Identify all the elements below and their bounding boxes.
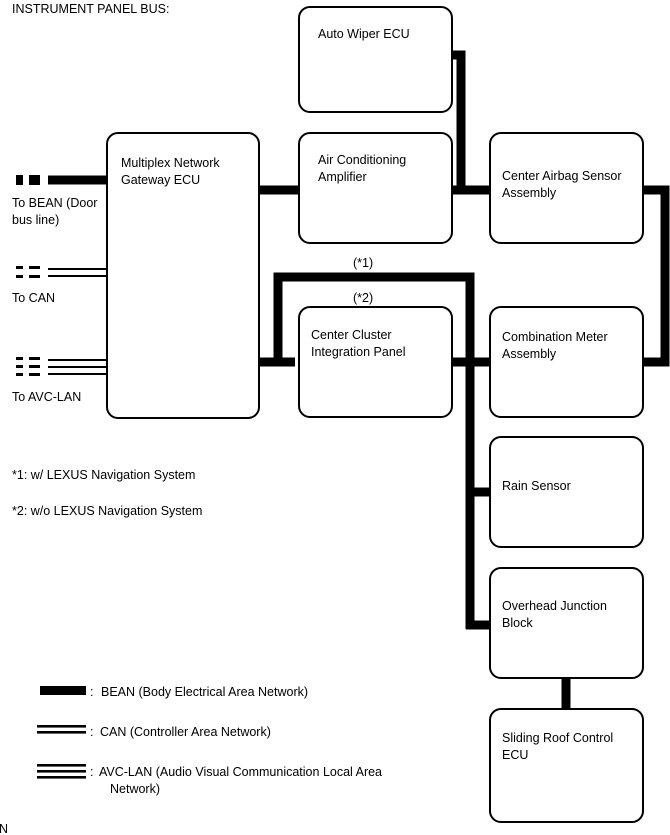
- dash-marker-can: [16, 266, 40, 278]
- box-label-line: Rain Sensor: [502, 479, 571, 493]
- legend-row-can: : CAN (Controller Area Network): [37, 725, 271, 739]
- box-label-line: Amplifier: [318, 170, 367, 184]
- box-label-line: Assembly: [502, 186, 557, 200]
- box-rain-sensor[interactable]: Rain Sensor: [489, 436, 644, 548]
- branch-marker-1-label: (*1): [353, 256, 373, 270]
- wire-autowiper-to-row1-bus: [447, 50, 495, 195]
- box-label-line: Auto Wiper ECU: [318, 27, 410, 41]
- legend-label-can: CAN (Controller Area Network): [100, 725, 271, 739]
- box-sliding-roof-control-ecu[interactable]: Sliding Roof Control ECU: [489, 708, 644, 823]
- bus-wiring: [48, 50, 670, 714]
- box-label-line: Center Cluster: [311, 328, 392, 342]
- legend-label-avclan: AVC-LAN (Audio Visual Communication Loca…: [99, 765, 382, 779]
- box-label-line: Integration Panel: [311, 345, 406, 359]
- box-outline: [298, 6, 453, 113]
- edge-fragment-text: N: [0, 822, 8, 835]
- terminal-label-bean-cont: bus line): [12, 213, 59, 227]
- legend-separator: :: [90, 765, 93, 779]
- legend-swatch-avclan-icon: [37, 764, 86, 779]
- terminal-dash-markers: [16, 175, 40, 376]
- footnote-2: *2: w/o LEXUS Navigation System: [12, 504, 202, 518]
- box-outline: [489, 132, 644, 244]
- box-outline: [489, 306, 644, 418]
- component-boxes: Auto Wiper ECU Multiplex Network Gateway…: [106, 6, 644, 823]
- box-label-line: Sliding Roof Control: [502, 731, 613, 745]
- box-outline: [106, 132, 260, 419]
- box-label-line: Overhead Junction: [502, 599, 607, 613]
- box-label-line: Air Conditioning: [318, 153, 406, 167]
- footnote-1: *1: w/ LEXUS Navigation System: [12, 468, 195, 482]
- box-overhead-junction-block[interactable]: Overhead Junction Block: [489, 567, 644, 679]
- page-title: INSTRUMENT PANEL BUS:: [12, 2, 169, 16]
- footnotes: *1: w/ LEXUS Navigation System *2: w/o L…: [12, 468, 202, 518]
- box-air-conditioning-amplifier[interactable]: Air Conditioning Amplifier: [298, 132, 453, 244]
- branch-markers: (*1) (*2): [353, 256, 373, 305]
- terminal-label-avclan: To AVC-LAN: [12, 390, 81, 404]
- wire-can-terminal-to-gateway: [48, 268, 112, 277]
- wire-avclan-terminal-to-gateway: [48, 359, 112, 375]
- box-outline: [489, 436, 644, 548]
- box-combination-meter-assembly[interactable]: Combination Meter Assembly: [489, 306, 644, 418]
- terminal-label-bean: To BEAN (Door: [12, 196, 97, 210]
- box-outline: [489, 567, 644, 679]
- box-label-line: Multiplex Network: [121, 156, 220, 170]
- box-label-line: Assembly: [502, 347, 557, 361]
- box-outline: [298, 306, 453, 418]
- legend-label-avclan-cont: Network): [110, 782, 160, 796]
- dash-marker-avclan: [16, 357, 40, 376]
- legend-row-avclan: : AVC-LAN (Audio Visual Communication Lo…: [37, 764, 382, 796]
- wire-airbag-to-combination-meter: [638, 185, 670, 367]
- box-label-line: Combination Meter: [502, 330, 608, 344]
- legend-swatch-can-icon: [37, 725, 86, 734]
- legend-separator: :: [90, 685, 93, 699]
- legend-separator: :: [90, 725, 93, 739]
- dash-marker-bean: [16, 175, 40, 185]
- box-label-line: ECU: [502, 748, 528, 762]
- box-center-cluster-integration-panel[interactable]: Center Cluster Integration Panel: [298, 306, 453, 418]
- box-label-line: Block: [502, 616, 533, 630]
- box-label-line: Center Airbag Sensor: [502, 169, 622, 183]
- box-outline: [298, 132, 453, 244]
- box-outline: [489, 708, 644, 823]
- legend-row-bean: : BEAN (Body Electrical Area Network): [40, 685, 308, 699]
- box-label-line: Gateway ECU: [121, 173, 200, 187]
- legend-swatch-bean-icon: [40, 686, 86, 695]
- terminal-label-can: To CAN: [12, 291, 55, 305]
- box-auto-wiper-ecu[interactable]: Auto Wiper ECU: [298, 6, 453, 113]
- box-multiplex-network-gateway-ecu[interactable]: Multiplex Network Gateway ECU: [106, 132, 260, 419]
- terminal-labels: To BEAN (Door bus line) To CAN To AVC-LA…: [12, 196, 97, 404]
- branch-marker-2-label: (*2): [353, 291, 373, 305]
- box-center-airbag-sensor-assembly[interactable]: Center Airbag Sensor Assembly: [489, 132, 644, 244]
- legend-label-bean: BEAN (Body Electrical Area Network): [101, 685, 308, 699]
- legend: : BEAN (Body Electrical Area Network) : …: [37, 685, 382, 796]
